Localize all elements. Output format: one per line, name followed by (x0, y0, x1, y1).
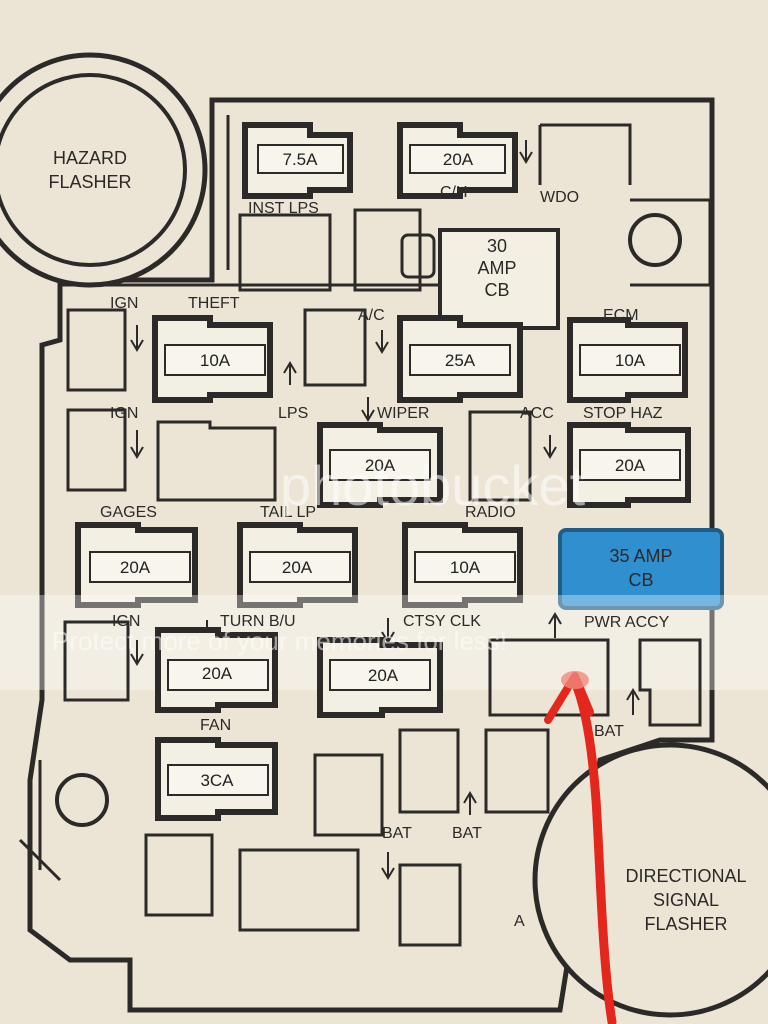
label-ign-1: IGN (110, 295, 138, 312)
fuse-ecm: 10A (567, 317, 688, 403)
label-bat-3: BAT (452, 825, 482, 842)
label-turn-bu: TURN B/U (220, 613, 296, 630)
label-ch: C/H (440, 184, 468, 201)
fuse-tail-lp-rating: 20A (282, 558, 313, 577)
fuse-stop-haz-rating: 20A (615, 456, 646, 475)
hazard-flasher-label-1: HAZARD (53, 148, 127, 168)
fuse-stop-haz: 20A (567, 422, 691, 508)
watermark-brand: photobucket (280, 454, 586, 517)
fuse-ac-rating: 25A (445, 351, 476, 370)
red-pointer-arrow (544, 671, 617, 1024)
directional-signal-flasher: DIRECTIONAL SIGNAL FLASHER (532, 742, 768, 1018)
fuse-ch-rating: 20A (443, 150, 474, 169)
label-gages: GAGES (100, 504, 157, 521)
fuse-ac: 25A (397, 315, 523, 403)
label-wdo: WDO (540, 189, 579, 206)
label-radio: RADIO (465, 504, 516, 521)
watermark-tagline: Protect more of your memories for less! (52, 626, 507, 656)
dir-flasher-label-1: DIRECTIONAL (625, 866, 746, 886)
fuse-inst-lps-rating: 7.5A (283, 150, 319, 169)
mount-hole-bottom-left (55, 773, 109, 827)
label-tail-lp: TAIL LP (260, 504, 316, 521)
fuse-fan-rating: 3CA (200, 771, 234, 790)
fuse-gages: 20A (75, 522, 198, 608)
cb35-label-2: CB (628, 570, 653, 590)
fuse-inst-lps: 7.5A (242, 122, 353, 199)
fuse-ctsy-clk-rating: 20A (368, 666, 399, 685)
label-fan: FAN (200, 717, 231, 734)
fuse-radio-rating: 10A (450, 558, 481, 577)
fuse-theft: 10A (152, 315, 273, 403)
label-pwr-accy: PWR ACCY (584, 614, 670, 631)
fuse-wiper: 20A (317, 422, 443, 508)
fuse-tail-lp: 20A (237, 522, 358, 608)
label-stop-haz: STOP HAZ (583, 405, 663, 422)
circuit-breaker-35-highlighted: 35 AMP CB (558, 528, 724, 610)
fuse-turn-bu: 20A (155, 627, 278, 713)
empty-slot-pwr-accy (488, 638, 610, 717)
cb30-label-2: AMP (477, 258, 516, 278)
label-inst-lps: INST LPS (248, 200, 319, 217)
fuse-radio: 10A (402, 522, 523, 608)
cb30-label-1: 30 (487, 236, 507, 256)
mount-hole-top-right (628, 213, 682, 267)
label-wiper: WIPER (377, 405, 429, 422)
fuse-gages-rating: 20A (120, 558, 151, 577)
dir-flasher-label-3: FLASHER (644, 914, 727, 934)
label-bat-1: BAT (594, 723, 624, 740)
cb35-label-1: 35 AMP (609, 546, 672, 566)
circuit-breaker-30: 30 AMP CB (438, 228, 560, 330)
dir-flasher-label-2: SIGNAL (653, 890, 719, 910)
hazard-flasher: HAZARD FLASHER (0, 52, 208, 288)
label-a: A (514, 913, 525, 930)
fuse-wiper-rating: 20A (365, 456, 396, 475)
fuse-theft-rating: 10A (200, 351, 231, 370)
fuse-turn-bu-rating: 20A (202, 664, 233, 683)
panel-outline (27, 97, 715, 1013)
label-theft: THEFT (188, 295, 240, 312)
label-ctsy-clk: CTSY CLK (403, 613, 481, 630)
fuse-ch: 20A (397, 122, 518, 199)
hazard-flasher-label-2: FLASHER (48, 172, 131, 192)
fuse-ctsy-clk: 20A (317, 637, 443, 718)
label-lps: LPS (278, 405, 308, 422)
cb30-label-3: CB (484, 280, 509, 300)
label-acc: ACC (520, 405, 554, 422)
label-bat-2: BAT (382, 825, 412, 842)
label-ac: A/C (358, 307, 385, 324)
fuse-fan: 3CA (155, 737, 278, 821)
fuse-ecm-rating: 10A (615, 351, 646, 370)
